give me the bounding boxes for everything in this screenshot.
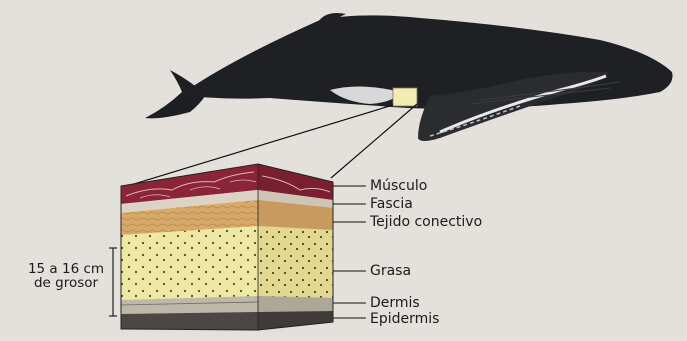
- label-fascia: Fascia: [370, 196, 413, 212]
- thickness-line-1: 15 a 16 cm: [26, 262, 106, 276]
- thickness-label: 15 a 16 cm de grosor: [26, 262, 106, 290]
- label-epidermis: Epidermis: [370, 311, 439, 327]
- blubber-cross-section: [121, 164, 333, 330]
- label-grasa: Grasa: [370, 263, 411, 279]
- sample-area-marker: [393, 88, 417, 106]
- label-dermis: Dermis: [370, 295, 420, 311]
- thickness-line-2: de grosor: [26, 276, 106, 290]
- label-tejido-conectivo: Tejido conectivo: [370, 214, 482, 230]
- label-musculo: Músculo: [370, 178, 427, 194]
